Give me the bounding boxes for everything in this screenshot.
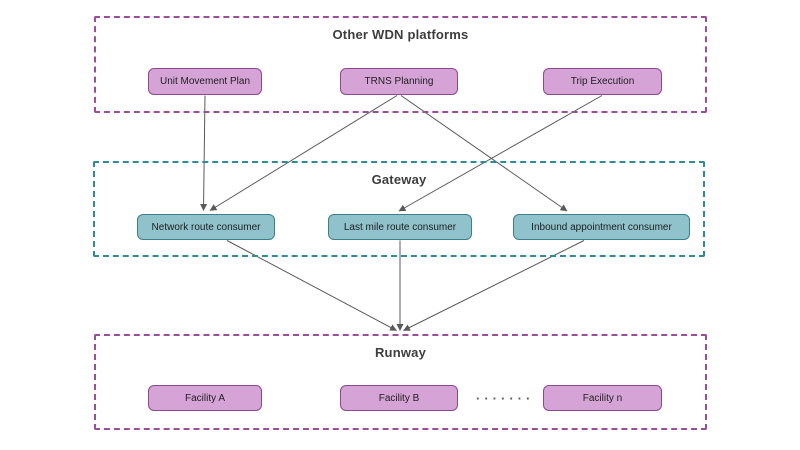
node-facility-n-label: Facility n (582, 392, 623, 404)
node-facility-a-label: Facility A (184, 392, 225, 404)
node-trip-execution-label: Trip Execution (570, 76, 635, 87)
panel-other-wdn-platforms: Other WDN platforms (94, 16, 707, 113)
node-facility-b: Facility B (340, 385, 458, 411)
node-facility-a: Facility A (148, 385, 262, 411)
facility-ellipsis: ······· (476, 391, 535, 406)
panel-gateway: Gateway (93, 161, 705, 257)
node-last-mile-route-consumer-label: Last mile route consumer (343, 221, 457, 233)
panel-runway: Runway (94, 334, 707, 430)
node-last-mile-route-consumer: Last mile route consumer (328, 214, 472, 240)
node-facility-b-label: Facility B (378, 392, 420, 404)
node-trns-planning: TRNS Planning (340, 68, 458, 95)
node-trip-execution: Trip Execution (543, 68, 662, 95)
node-inbound-appointment-consumer-label: Inbound appointment consumer (531, 221, 672, 233)
node-inbound-appointment-consumer: Inbound appointment consumer (513, 214, 690, 240)
panel-other-wdn-platforms-title: Other WDN platforms (332, 27, 469, 42)
panel-gateway-title: Gateway (371, 172, 427, 187)
node-network-route-consumer-label: Network route consumer (151, 221, 261, 233)
panel-runway-title: Runway (374, 345, 427, 360)
node-network-route-consumer: Network route consumer (137, 214, 275, 240)
node-trns-planning-label: TRNS Planning (364, 76, 434, 87)
node-facility-n: Facility n (543, 385, 662, 411)
node-unit-movement-plan-label: Unit Movement Plan (159, 76, 251, 87)
node-unit-movement-plan: Unit Movement Plan (148, 68, 262, 95)
